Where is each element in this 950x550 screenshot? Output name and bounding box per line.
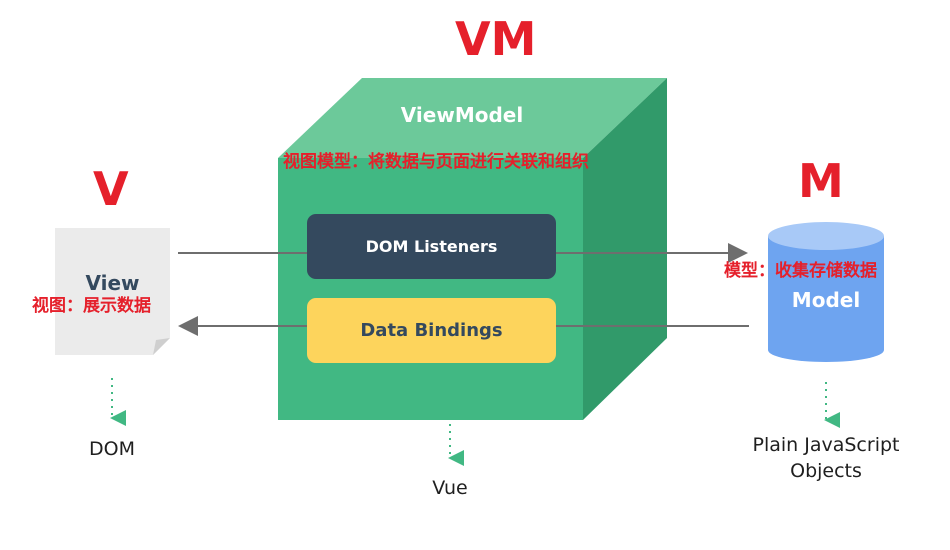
heading-m: M bbox=[798, 154, 844, 208]
vue-caption: Vue bbox=[432, 477, 468, 499]
cube-top-face bbox=[278, 78, 667, 158]
view-title: View bbox=[85, 271, 140, 295]
data-bindings-box: Data Bindings bbox=[307, 298, 556, 363]
viewmodel-annotation: 视图模型：将数据与页面进行关联和组织 bbox=[283, 152, 589, 172]
data-bindings-label: Data Bindings bbox=[360, 320, 503, 341]
dom-listeners-box: DOM Listeners bbox=[307, 214, 556, 279]
heading-v: V bbox=[93, 162, 129, 216]
model-caption-line2: Objects bbox=[790, 460, 862, 482]
model-database-top bbox=[768, 222, 884, 250]
model-title: Model bbox=[791, 288, 861, 312]
viewmodel-title: ViewModel bbox=[400, 103, 524, 127]
model-annotation: 模型：收集存储数据 bbox=[724, 261, 877, 281]
model-caption: Plain JavaScript Objects bbox=[726, 432, 926, 484]
view-document-fold bbox=[153, 338, 170, 355]
heading-vm: VM bbox=[455, 12, 537, 66]
dom-caption: DOM bbox=[89, 438, 135, 460]
model-caption-line1: Plain JavaScript bbox=[752, 434, 900, 456]
model-database bbox=[768, 236, 884, 362]
view-annotation: 视图：展示数据 bbox=[32, 296, 151, 316]
cube-side-face bbox=[583, 78, 667, 420]
view-document bbox=[55, 228, 170, 355]
cube-front-face bbox=[278, 158, 583, 420]
dom-listeners-label: DOM Listeners bbox=[365, 237, 498, 256]
